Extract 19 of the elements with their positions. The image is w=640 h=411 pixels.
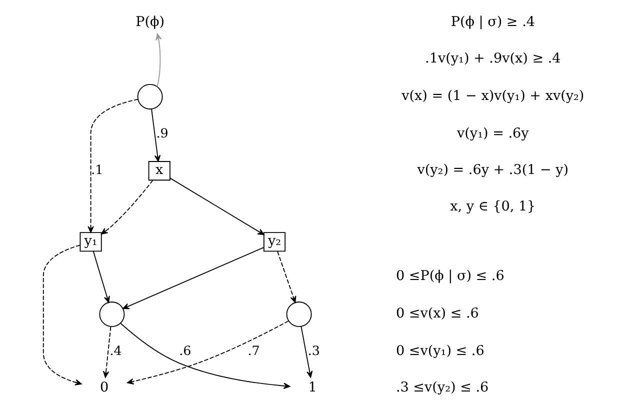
label: 0 ≤P(ϕ | σ) ≤ .6 <box>396 268 504 284</box>
label: v(y₂) = .6y + .3(1 − y) <box>417 162 569 178</box>
edge-label: .3 <box>308 342 320 358</box>
node-text: P(ϕ) <box>136 14 164 30</box>
node-text: 0 <box>100 380 109 396</box>
label: P(ϕ | σ) ≥ .4 <box>450 14 535 30</box>
edge-label: .4 <box>110 342 122 358</box>
label: v(y₁) = .6y <box>457 126 529 142</box>
label: v(x) = (1 − x)v(y₁) + xv(y₂) <box>402 88 584 104</box>
edge-label: .1 <box>91 162 104 177</box>
edge-label: .6 <box>179 342 192 358</box>
label: .3 ≤v(y₂) ≤ .6 <box>396 380 489 396</box>
label: 0 ≤v(y₁) ≤ .6 <box>396 343 484 360</box>
edge-label: .7 <box>248 342 260 358</box>
node-text: 1 <box>308 380 317 396</box>
label: .1v(y₁) + .9v(x) ≥ .4 <box>425 50 561 66</box>
label: x, y ∈ {0, 1} <box>450 198 536 214</box>
label: 0 ≤v(x) ≤ .6 <box>396 306 479 322</box>
edge-label: .9 <box>156 125 168 140</box>
